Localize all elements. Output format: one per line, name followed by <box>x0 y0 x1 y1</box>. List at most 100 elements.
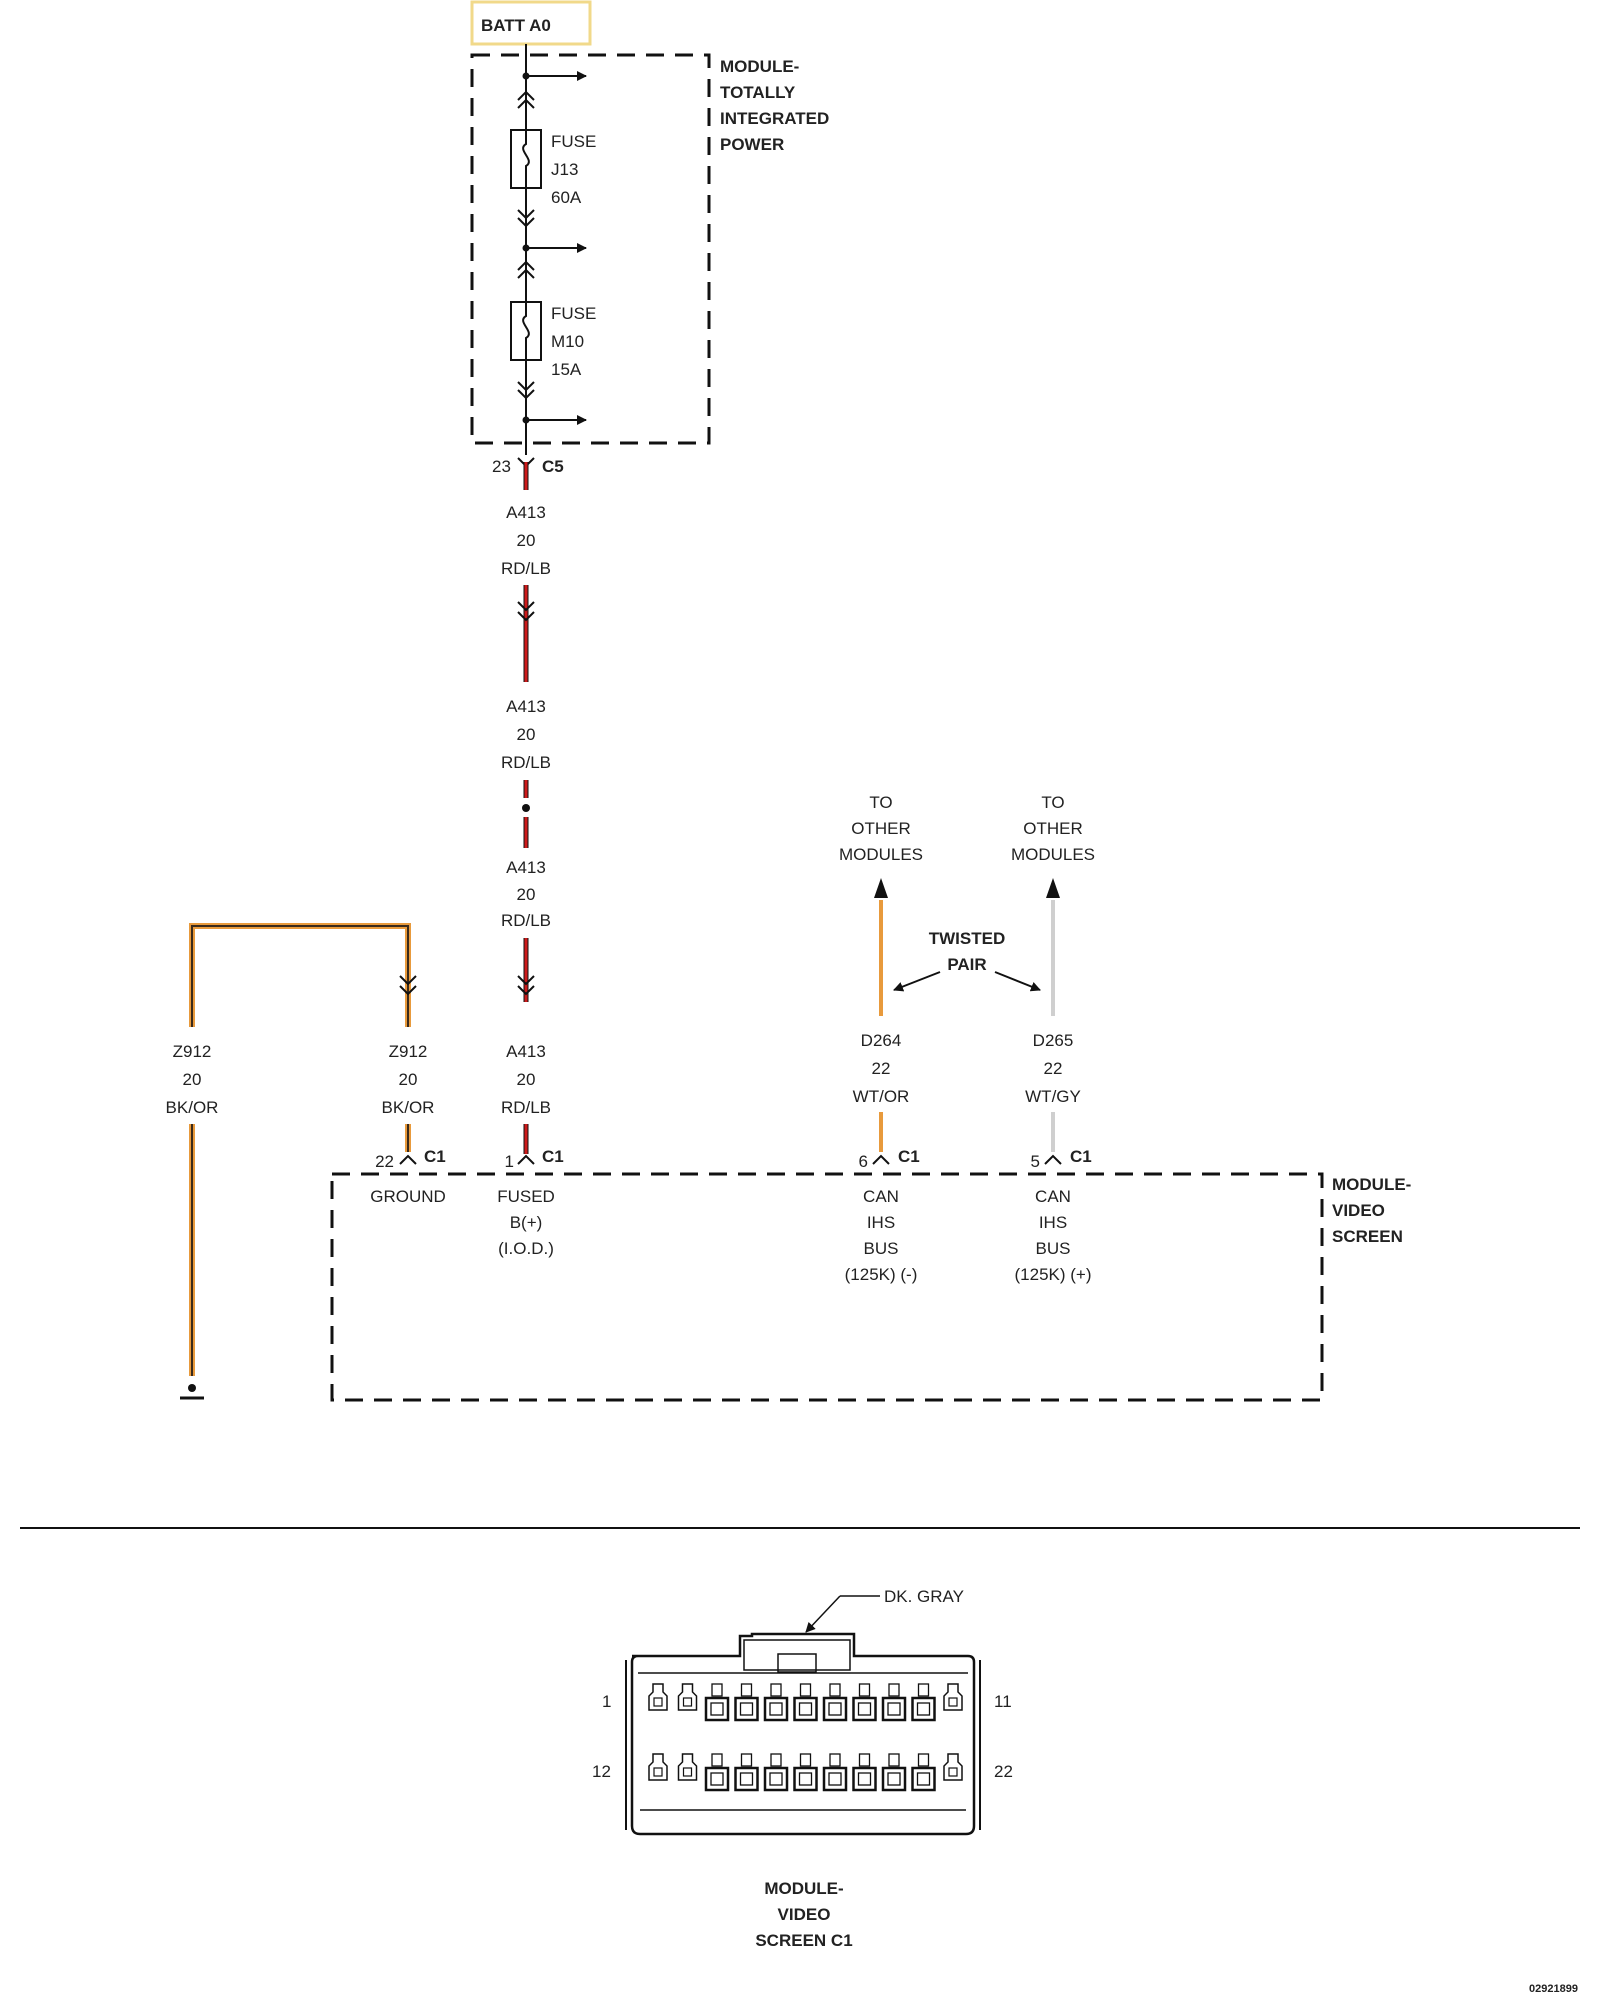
z912-label-left: Z912 20 BK/OR <box>166 1042 219 1117</box>
ground-symbol-icon <box>180 1384 204 1400</box>
connector-cavity <box>763 1683 789 1722</box>
svg-text:20: 20 <box>517 885 536 904</box>
svg-text:B(+): B(+) <box>510 1213 543 1232</box>
connector-cavity <box>677 1683 698 1711</box>
fuse-j13-label: FUSE J13 60A <box>551 132 596 207</box>
twisted-pair-label: TWISTED PAIR <box>929 929 1006 974</box>
svg-text:(125K) (-): (125K) (-) <box>845 1265 918 1284</box>
svg-text:RD/LB: RD/LB <box>501 559 551 578</box>
svg-text:INTEGRATED: INTEGRATED <box>720 109 829 128</box>
video-module-border <box>330 1172 1324 1402</box>
a413-label-3: A413 20 RD/LB <box>501 858 551 930</box>
svg-text:D265: D265 <box>1033 1031 1074 1050</box>
tipm-connector-glyph <box>517 209 535 228</box>
tipm-title: MODULE- TOTALLY INTEGRATED POWER <box>720 57 829 154</box>
connector-cavity <box>677 1753 698 1781</box>
svg-text:POWER: POWER <box>720 135 784 154</box>
svg-text:J13: J13 <box>551 160 578 179</box>
inline-connector-glyph <box>517 975 535 996</box>
inline-connector-glyph <box>517 601 535 622</box>
svg-text:Z912: Z912 <box>389 1042 428 1061</box>
svg-text:22: 22 <box>872 1059 891 1078</box>
to-other-modules-2: TO OTHER MODULES <box>1011 793 1095 864</box>
d265-label: D265 22 WT/GY <box>1025 1031 1081 1106</box>
a413-label-4: A413 20 RD/LB <box>501 1042 551 1117</box>
arrow-up-icon <box>874 878 888 898</box>
svg-text:A413: A413 <box>506 1042 546 1061</box>
svg-text:PAIR: PAIR <box>947 955 986 974</box>
a413-label-1: A413 20 RD/LB <box>501 503 551 578</box>
svg-text:MODULE-: MODULE- <box>764 1879 843 1898</box>
svg-text:RD/LB: RD/LB <box>501 753 551 772</box>
svg-text:A413: A413 <box>506 858 546 877</box>
video-pin-1: 1 C1 FUSED B(+) (I.O.D.) <box>497 1147 564 1258</box>
tipm-splice-2 <box>517 243 587 279</box>
svg-text:MODULES: MODULES <box>1011 845 1095 864</box>
video-module-title: MODULE- VIDEO SCREEN <box>1332 1175 1411 1246</box>
video-pin-22: 22 C1 GROUND <box>370 1147 446 1206</box>
connector-cavity <box>911 1683 936 1722</box>
svg-text:A413: A413 <box>506 697 546 716</box>
svg-text:20: 20 <box>517 725 536 744</box>
tipm-splice-3 <box>522 415 587 425</box>
svg-text:IHS: IHS <box>1039 1213 1067 1232</box>
svg-text:MODULES: MODULES <box>839 845 923 864</box>
svg-text:A413: A413 <box>506 503 546 522</box>
figure-id: 02921899 <box>1529 1983 1578 1995</box>
twisted-pair-arrow-left <box>893 971 941 992</box>
svg-text:M10: M10 <box>551 332 584 351</box>
pin-label-bottom-right: 22 <box>994 1762 1013 1781</box>
pin-label-top-left: 1 <box>602 1692 611 1711</box>
wire-z912 <box>189 923 411 1376</box>
dk-gray-leader <box>805 1595 841 1633</box>
connector-caption: MODULE- VIDEO SCREEN C1 <box>755 1879 852 1950</box>
connector-cavity <box>881 1753 907 1792</box>
d264-label: D264 22 WT/OR <box>853 1031 910 1106</box>
z912-label-right: Z912 20 BK/OR <box>382 1042 435 1117</box>
svg-text:CAN: CAN <box>863 1187 899 1206</box>
svg-text:C1: C1 <box>1070 1147 1092 1166</box>
connector-cavity <box>734 1683 759 1722</box>
svg-text:20: 20 <box>517 1070 536 1089</box>
svg-text:BUS: BUS <box>1036 1239 1071 1258</box>
svg-text:(I.O.D.): (I.O.D.) <box>498 1239 554 1258</box>
tipm-module-border <box>470 53 711 445</box>
a413-label-2: A413 20 RD/LB <box>501 697 551 772</box>
to-other-modules-1: TO OTHER MODULES <box>839 793 923 864</box>
connector-cavity <box>734 1753 759 1792</box>
svg-text:SCREEN: SCREEN <box>1332 1227 1403 1246</box>
svg-text:BUS: BUS <box>864 1239 899 1258</box>
connector-cavity <box>852 1753 877 1792</box>
connector-cavity <box>822 1753 848 1792</box>
svg-text:GROUND: GROUND <box>370 1187 446 1206</box>
svg-text:20: 20 <box>399 1070 418 1089</box>
svg-text:FUSED: FUSED <box>497 1187 555 1206</box>
svg-text:TO: TO <box>1041 793 1064 812</box>
svg-text:TO: TO <box>869 793 892 812</box>
svg-text:BK/OR: BK/OR <box>166 1098 219 1117</box>
connector-cavity <box>648 1683 668 1711</box>
batt-a0-box <box>470 0 592 46</box>
svg-text:6: 6 <box>859 1152 868 1171</box>
connector-cavity <box>852 1683 877 1722</box>
svg-text:MODULE-: MODULE- <box>1332 1175 1411 1194</box>
svg-text:BK/OR: BK/OR <box>382 1098 435 1117</box>
svg-text:Z912: Z912 <box>173 1042 212 1061</box>
svg-text:15A: 15A <box>551 360 582 379</box>
svg-text:1: 1 <box>505 1152 514 1171</box>
svg-text:SCREEN C1: SCREEN C1 <box>755 1931 852 1950</box>
svg-text:D264: D264 <box>861 1031 902 1050</box>
video-pin-5: 5 C1 CAN IHS BUS (125K) (+) <box>1015 1147 1092 1284</box>
c5-connector-label: C5 <box>542 457 564 476</box>
pin-label-top-right: 11 <box>994 1692 1012 1711</box>
connector-face-view <box>625 1632 981 1836</box>
fuse-j13 <box>510 129 542 189</box>
svg-text:RD/LB: RD/LB <box>501 1098 551 1117</box>
connector-cavity <box>881 1683 907 1722</box>
svg-text:(125K) (+): (125K) (+) <box>1015 1265 1092 1284</box>
connector-cavity <box>911 1753 936 1792</box>
c5-pin-number: 23 <box>492 457 511 476</box>
svg-text:22: 22 <box>375 1152 394 1171</box>
connector-cavity <box>943 1753 963 1781</box>
